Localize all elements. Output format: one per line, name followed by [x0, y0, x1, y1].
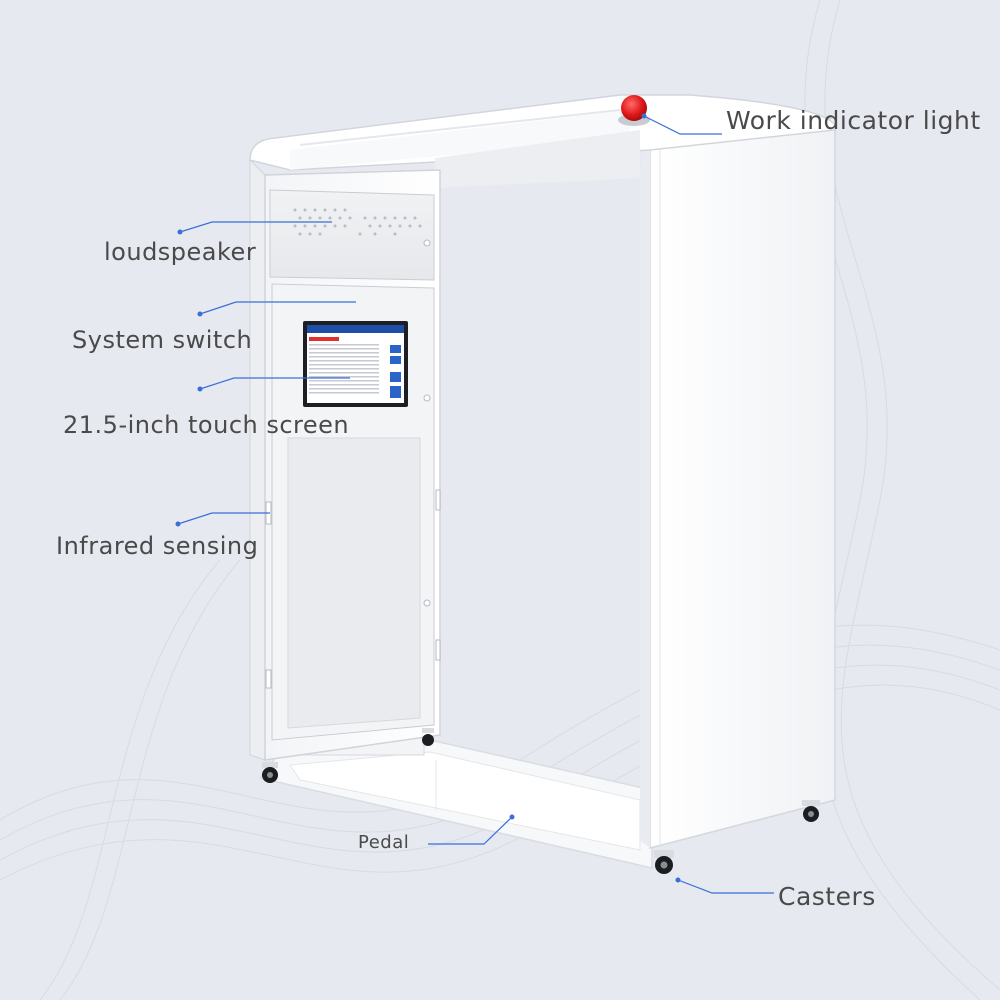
- caster-front-right: [654, 850, 674, 874]
- label-pedal: Pedal: [358, 832, 410, 853]
- callout-lines: [177, 115, 774, 894]
- touch-screen: [303, 321, 408, 407]
- callout-loudspeaker: [179, 221, 332, 233]
- caster-back-right: [802, 800, 820, 822]
- callout-work-light: [643, 115, 722, 135]
- label-casters: Casters: [778, 882, 876, 911]
- callout-touch-screen: [199, 377, 350, 390]
- casters: [262, 728, 820, 874]
- label-work-indicator-light: Work indicator light: [726, 106, 981, 135]
- right-frame: [640, 117, 836, 849]
- callout-pedal: [428, 816, 513, 845]
- loudspeaker-box: [269, 189, 435, 281]
- label-touch-screen: 21.5-inch touch screen: [63, 411, 350, 439]
- label-infrared-sensing: Infrared sensing: [56, 532, 259, 560]
- label-loudspeaker: loudspeaker: [104, 238, 257, 266]
- label-system-switch: System switch: [72, 326, 253, 354]
- callout-casters: [677, 879, 774, 894]
- top-frame: [249, 94, 836, 188]
- caster-front-left: [262, 762, 278, 783]
- callout-infrared: [177, 512, 270, 525]
- caster-back-left: [422, 728, 434, 746]
- callout-system-switch: [199, 301, 356, 315]
- callout-dots: [175, 113, 681, 883]
